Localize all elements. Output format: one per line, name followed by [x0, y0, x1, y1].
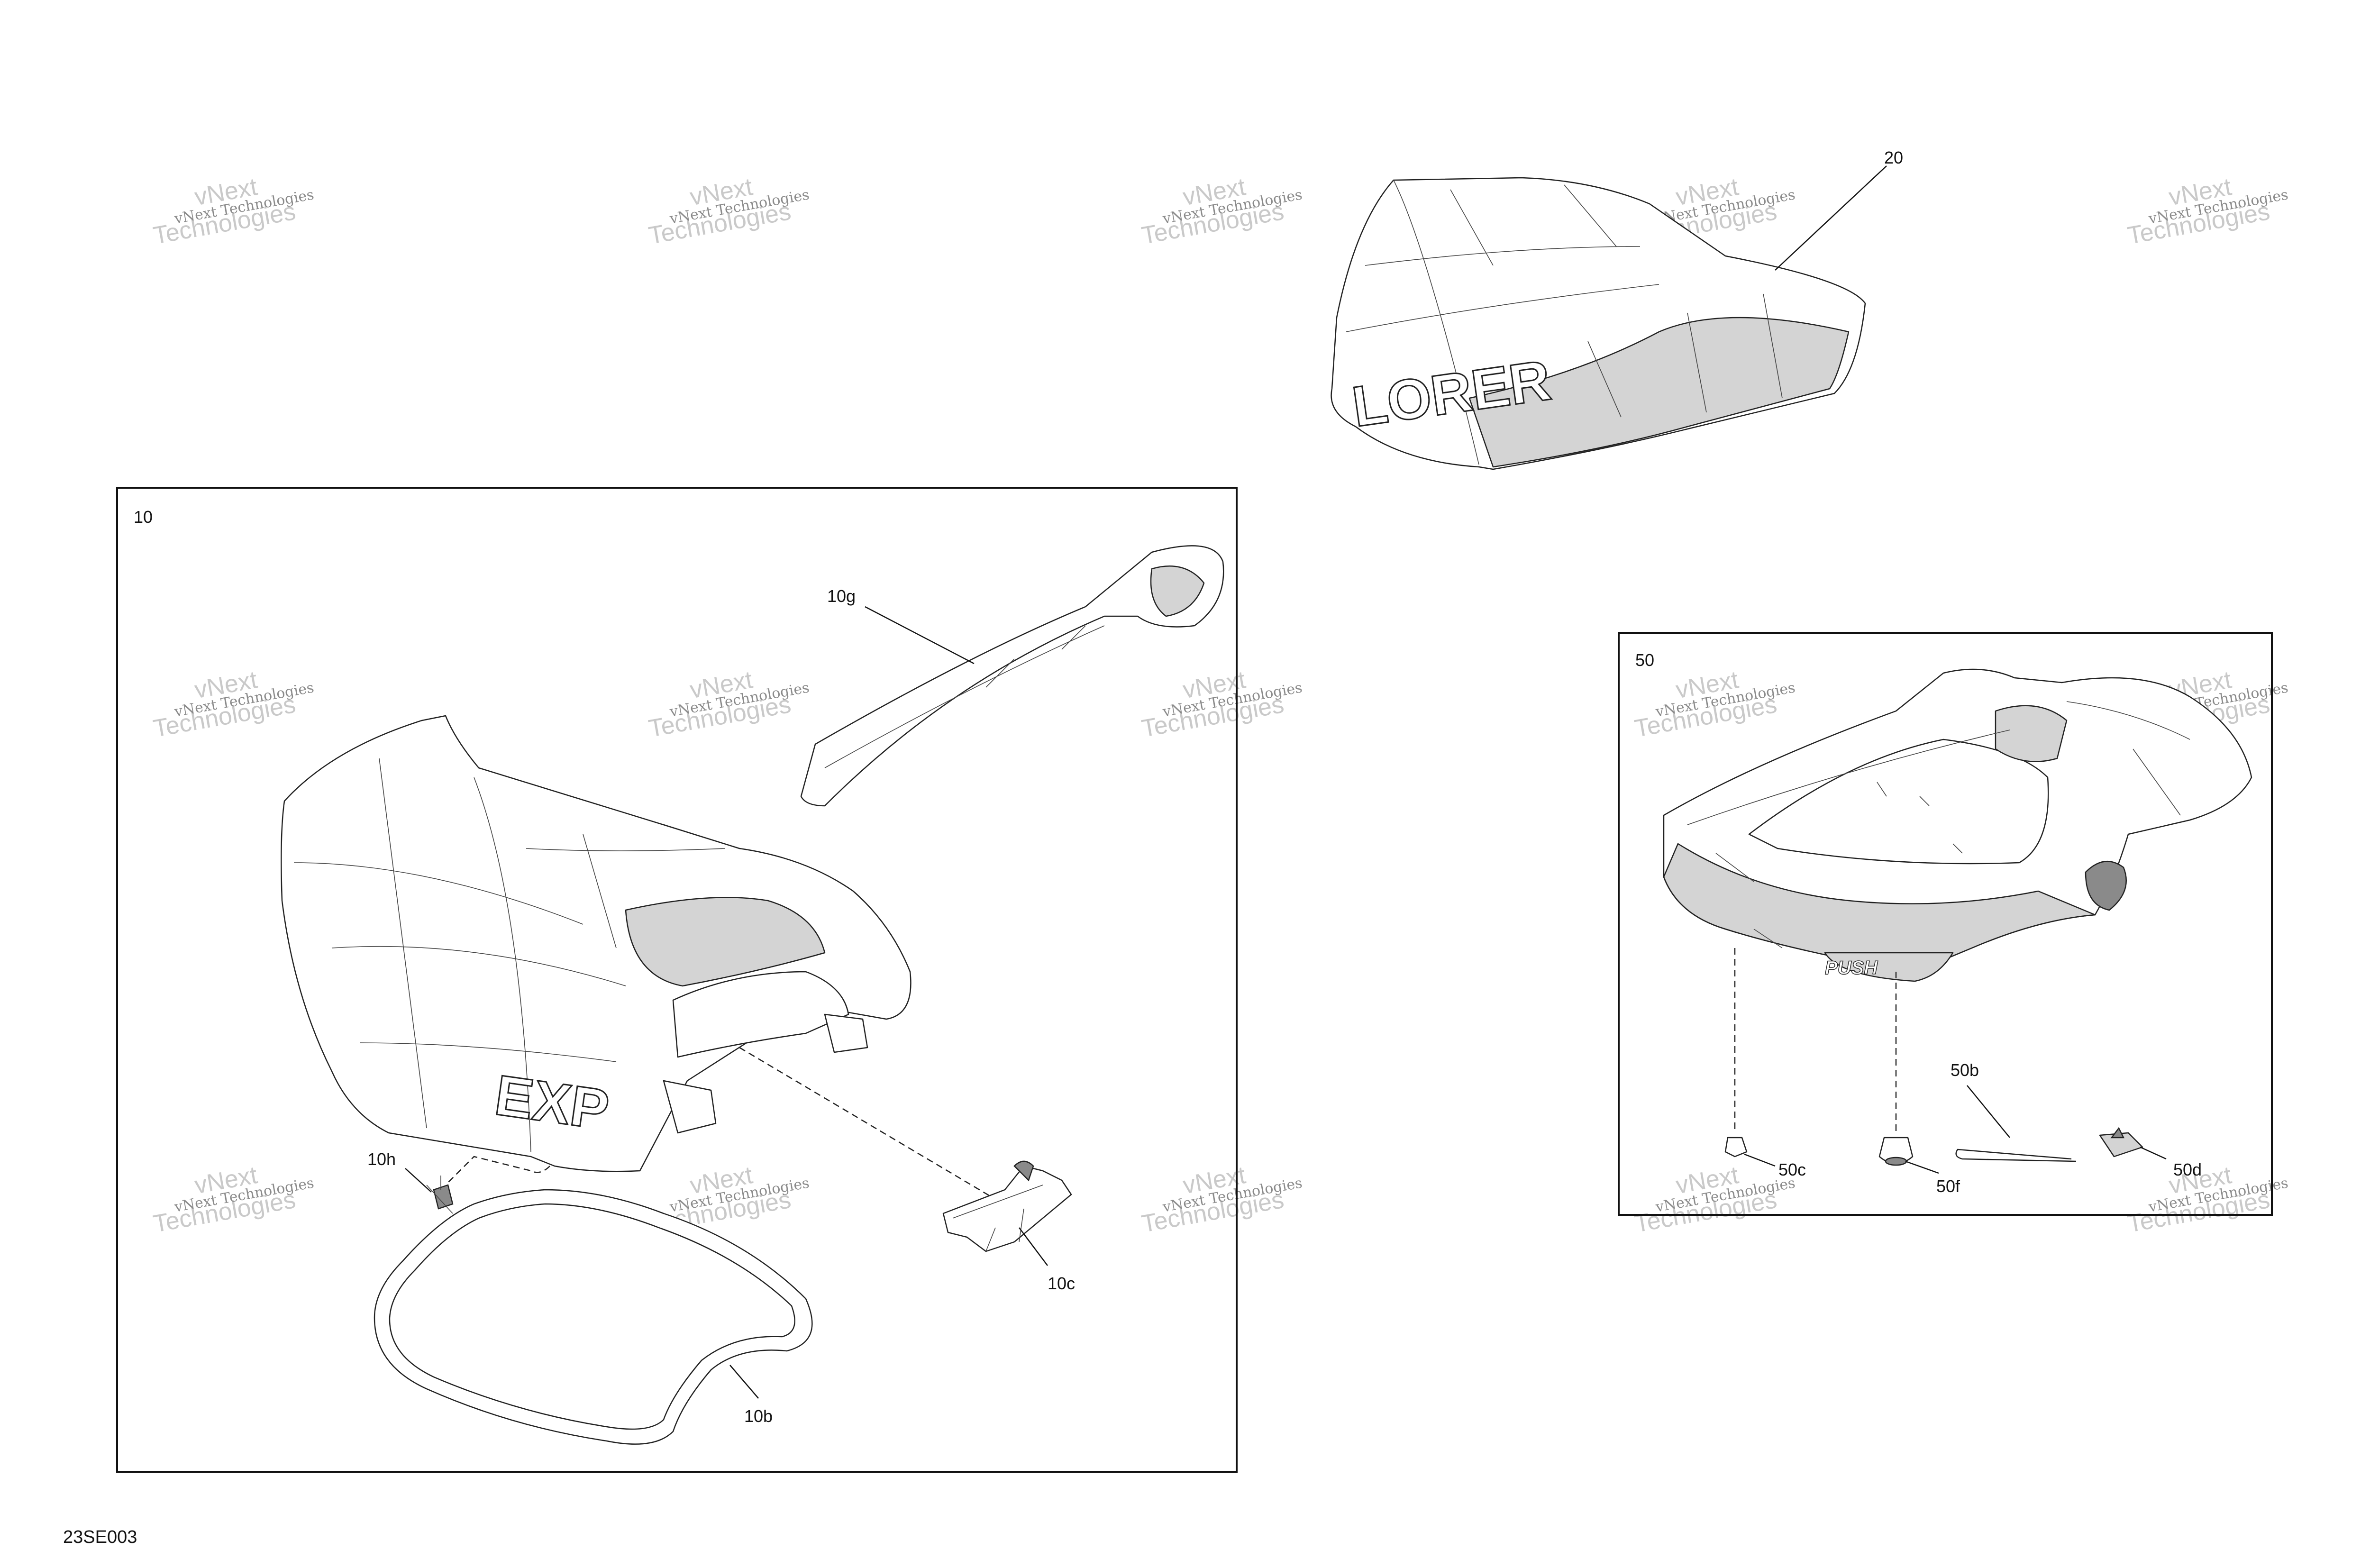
part-50-seat-base: PUSH: [1663, 668, 2252, 982]
part-10g-strap: 10g: [800, 545, 1224, 807]
callout-10c: 10c: [1048, 1274, 1075, 1293]
part-20-seat-cover: LORER 20: [1331, 148, 1903, 470]
leader-50b: [1967, 1085, 2010, 1138]
leader-50c: [1744, 1153, 1776, 1167]
callout-50c: 50c: [1778, 1160, 1806, 1179]
group-50-label: 50: [1635, 650, 1654, 670]
callout-50f: 50f: [1936, 1176, 1960, 1196]
group-10-label: 10: [134, 507, 153, 527]
push-label: PUSH: [1825, 957, 1878, 978]
part-50b-pin: 50b: [1951, 1060, 2077, 1162]
leader-10h: [405, 1168, 432, 1193]
part-50d-clip: 50d: [2099, 1127, 2202, 1179]
leader-10g: [865, 606, 975, 665]
callout-10g: 10g: [827, 586, 856, 606]
part-10-seat: EXP: [281, 715, 912, 1172]
callout-50b: 50b: [1951, 1060, 1979, 1080]
part-10c-latch: 10c: [942, 1160, 1075, 1293]
leader-10b: [729, 1365, 759, 1399]
callout-10h: 10h: [367, 1149, 396, 1169]
part-50c-nut: 50c: [1724, 1137, 1806, 1179]
leader-50d: [2140, 1146, 2167, 1160]
group-10-frame: 10: [116, 487, 1238, 1473]
leader-50f: [1905, 1160, 1939, 1174]
part-10h-clip: 10h: [367, 1149, 454, 1214]
callout-20: 20: [1884, 148, 1903, 167]
callout-10b: 10b: [744, 1406, 773, 1426]
group-50-frame: 50: [1618, 632, 2273, 1216]
assembly-lines-50: [1734, 948, 1897, 1133]
assembly-lines-10: [445, 1047, 996, 1200]
figure-id: 23SE003: [63, 1527, 137, 1547]
part-50f-grommet: 50f: [1878, 1137, 1960, 1196]
leader-20: [1775, 165, 1887, 271]
part-10b-seal: 10b: [374, 1189, 813, 1445]
callout-50d: 50d: [2173, 1160, 2202, 1179]
leader-10c: [1019, 1227, 1048, 1266]
